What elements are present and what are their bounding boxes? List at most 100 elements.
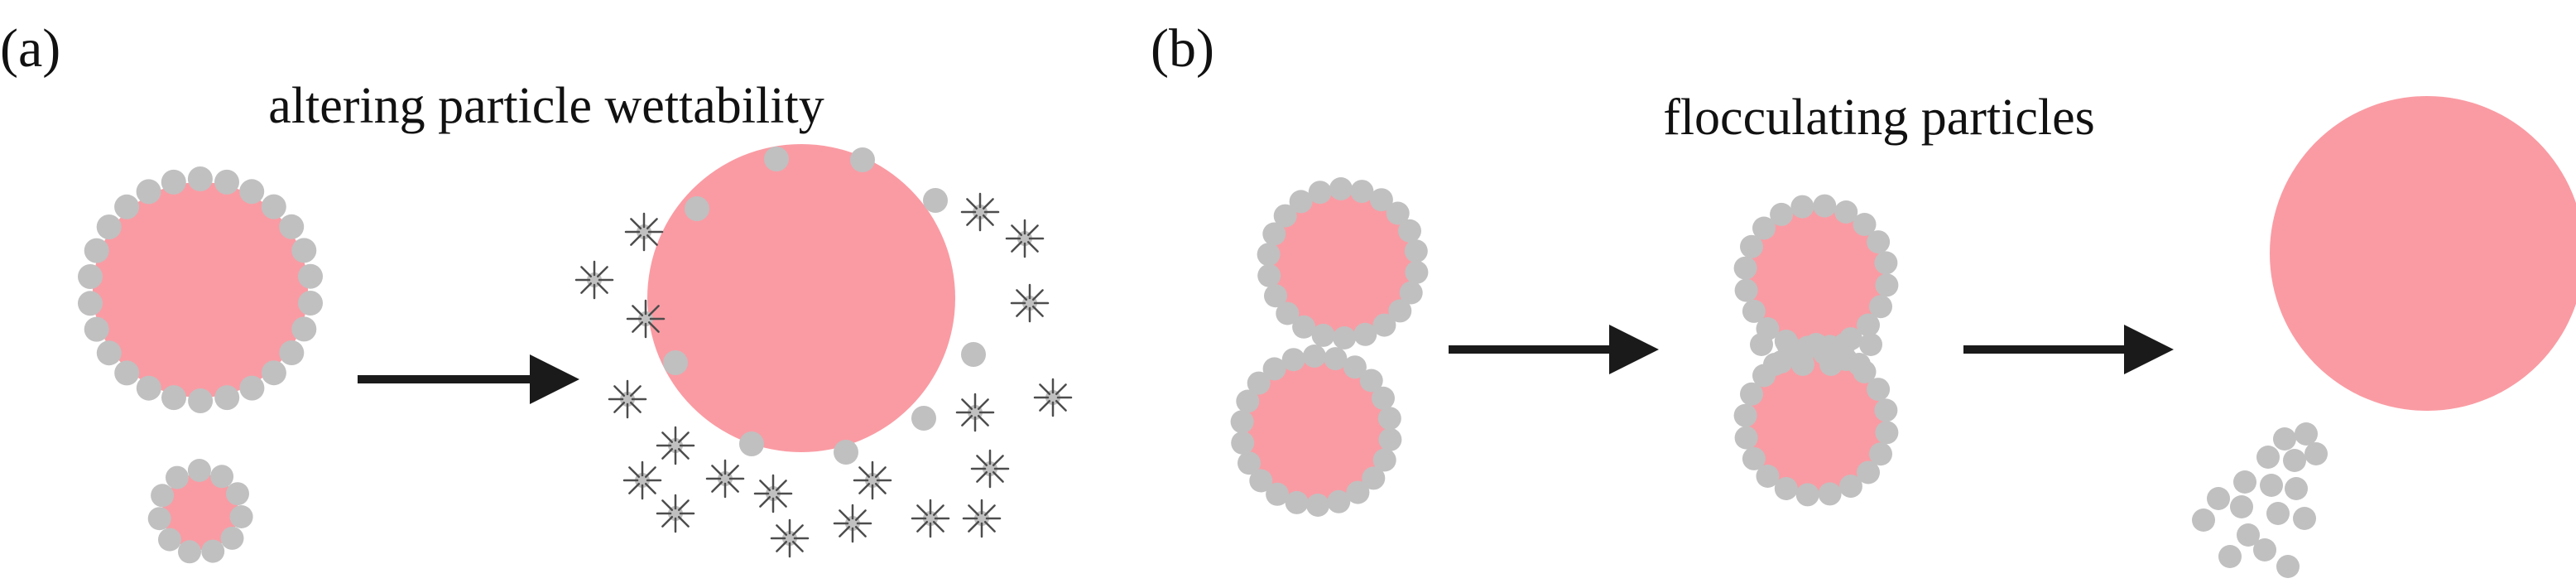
particle [1874, 251, 1898, 275]
particle [685, 196, 709, 221]
particle [1770, 202, 1794, 226]
surfactant-tail [1039, 399, 1051, 412]
surfactant-tail [982, 214, 994, 226]
surfactant-tail [646, 234, 658, 246]
surfactant-tail [916, 504, 929, 517]
surfactant-tail [1031, 305, 1044, 317]
particle [220, 526, 244, 550]
droplet [1271, 192, 1414, 335]
particle [1353, 322, 1377, 346]
surfactant-molecule [960, 192, 1000, 232]
particle [279, 340, 305, 365]
particle [2285, 477, 2308, 500]
surfactant-tail [874, 466, 887, 479]
particle [1266, 482, 1290, 506]
surfactant-molecule [833, 504, 872, 543]
particle [2283, 449, 2306, 472]
particle [2273, 427, 2296, 451]
surfactant-molecule [656, 426, 695, 465]
particle [188, 388, 214, 413]
particle [210, 465, 234, 489]
surfactant-tail [982, 198, 994, 210]
particle [1362, 466, 1386, 490]
particle [1378, 427, 1402, 451]
particle [1230, 410, 1254, 434]
particle [961, 342, 986, 367]
surfactant-tail [791, 524, 804, 537]
surfactant-tail [1011, 240, 1023, 253]
particle [1874, 398, 1898, 422]
particle [114, 194, 140, 219]
surfactant-tail [992, 470, 1004, 483]
particle [1231, 431, 1255, 455]
surfactant-molecule [962, 499, 1002, 538]
droplet-a-large-coated [78, 166, 323, 413]
particle [834, 440, 858, 465]
surfactant-tail [629, 385, 642, 398]
particle [136, 375, 161, 401]
particle [1302, 345, 1326, 368]
surfactant-tail [791, 540, 804, 552]
surfactant-molecule [753, 474, 793, 513]
particle [2192, 508, 2215, 532]
particle [1377, 407, 1401, 431]
particle [1350, 180, 1374, 204]
particle [1848, 353, 1871, 376]
surfactant-tail [677, 447, 690, 460]
particle [1329, 177, 1353, 200]
droplet-pair-separated [1230, 177, 1429, 517]
particle [1346, 480, 1370, 504]
particle-bridge [1750, 333, 1882, 376]
surfactant-molecule [911, 499, 950, 538]
surfactant-molecule [955, 393, 995, 432]
surfactant-tail [1055, 399, 1067, 412]
surfactant-tail [661, 515, 674, 528]
surfactant-molecule [970, 449, 1010, 489]
particle [1740, 382, 1763, 406]
particle [2295, 422, 2318, 446]
particle [1372, 313, 1396, 337]
particle [1734, 426, 1758, 450]
particle [1388, 299, 1412, 323]
surfactant-tail [839, 525, 851, 537]
particle [229, 505, 253, 528]
particle [2237, 523, 2260, 547]
surfactant-tail [759, 480, 771, 492]
particle [1405, 260, 1429, 284]
panel-a-label: (a) [0, 18, 60, 79]
particle [279, 214, 305, 239]
particle [226, 482, 249, 506]
droplet [93, 182, 308, 398]
surfactant-tail [711, 465, 723, 477]
particle [84, 238, 109, 263]
particle [1795, 483, 1819, 507]
particle [1733, 403, 1757, 427]
particle [291, 316, 317, 342]
particle [1399, 281, 1423, 305]
surfactant-tail [580, 266, 593, 278]
particle [261, 360, 286, 386]
surfactant-tail [839, 509, 851, 522]
particle [2253, 538, 2276, 561]
particle [84, 316, 109, 342]
surfactant-tail [677, 499, 690, 512]
particle [1369, 188, 1393, 212]
particle [2260, 474, 2283, 497]
surfactant-molecule [1010, 283, 1050, 323]
particle [298, 291, 323, 316]
particle [214, 169, 239, 195]
particle [96, 214, 122, 239]
droplet-a-small-coated [147, 459, 253, 564]
surfactant-tail [580, 282, 593, 294]
particle [239, 179, 265, 205]
particle [1262, 222, 1286, 246]
particle [1869, 295, 1892, 319]
particle [1740, 234, 1763, 258]
panel-a-title: altering particle wettability [268, 78, 824, 134]
surfactant-tail [661, 499, 674, 512]
surfactant-tail [1055, 383, 1067, 396]
surfactant-tail [1016, 289, 1028, 301]
surfactant-tail [759, 495, 771, 508]
particle [1819, 353, 1843, 376]
